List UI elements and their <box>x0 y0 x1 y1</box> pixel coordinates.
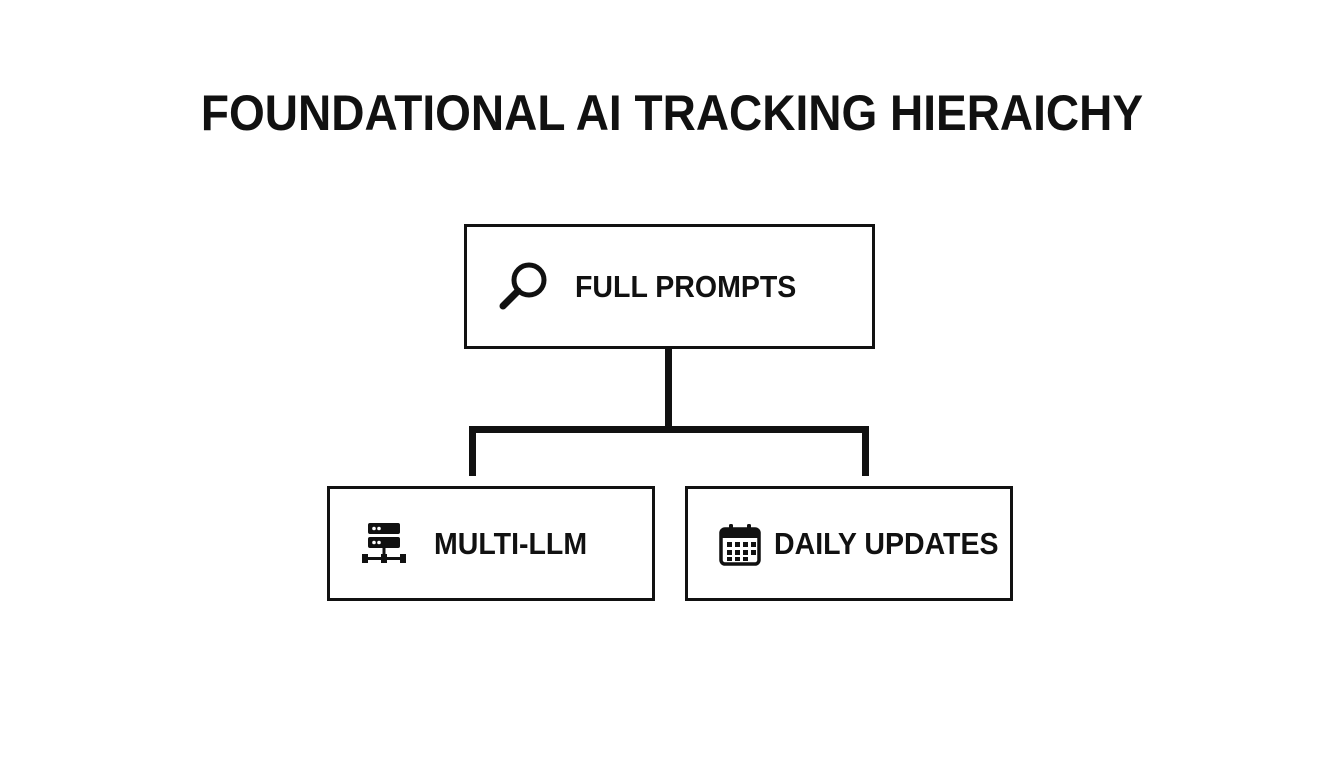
connector-root-stem <box>665 347 672 431</box>
connector-right-drop <box>862 426 869 476</box>
calendar-icon <box>718 522 762 566</box>
node-multi-llm: MULTI-LLM <box>327 486 655 601</box>
connector-left-drop <box>469 426 476 476</box>
node-full-prompts: FULL PROMPTS <box>464 224 875 349</box>
diagram-title: FOUNDATIONAL AI TRACKING HIERAICHY <box>200 85 1144 141</box>
server-network-icon <box>360 521 408 567</box>
node-daily-updates: DAILY UPDATES <box>685 486 1013 601</box>
node-label-full-prompts: FULL PROMPTS <box>575 268 797 304</box>
node-label-multi-llm: MULTI-LLM <box>434 525 588 561</box>
magnifying-glass-icon <box>495 259 551 315</box>
connector-horizontal-bar <box>469 426 869 433</box>
node-label-daily-updates: DAILY UPDATES <box>774 525 999 561</box>
